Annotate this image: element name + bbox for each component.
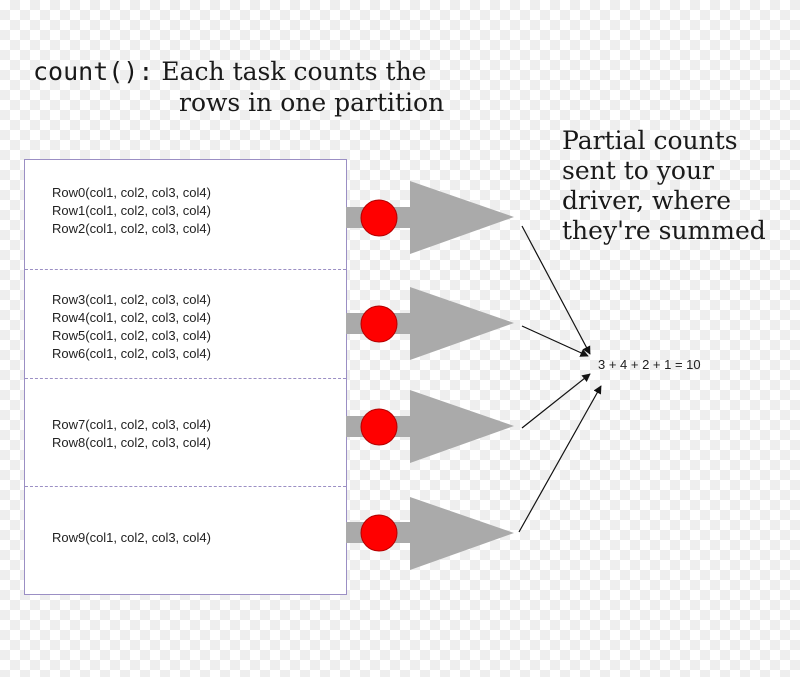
task-arrow-shape	[410, 390, 514, 463]
count-code: count():	[33, 57, 154, 86]
count-arrow-3	[521, 373, 591, 429]
row-text: Row3(col1, col2, col3, col4)	[52, 292, 211, 307]
task-arrow-shape	[410, 287, 514, 360]
task-arrow-shape	[410, 497, 514, 570]
partition-2: Row3(col1, col2, col3, col4) Row4(col1, …	[25, 270, 346, 378]
heading-text-line-2: rows in one partition	[179, 88, 445, 117]
row-text: Row5(col1, col2, col3, col4)	[52, 328, 211, 343]
row-text: Row4(col1, col2, col3, col4)	[52, 310, 211, 325]
note-line-1: Partial counts	[562, 126, 738, 155]
row-text: Row7(col1, col2, col3, col4)	[52, 417, 211, 432]
row-text: Row9(col1, col2, col3, col4)	[52, 530, 211, 545]
note-line-2: sent to your	[562, 156, 714, 185]
heading-line-1: count(): Each task counts the	[33, 56, 493, 87]
task-4	[346, 497, 514, 570]
diagram-heading: count(): Each task counts the rows in on…	[33, 56, 493, 118]
task-2	[346, 287, 514, 360]
row-text: Row2(col1, col2, col3, col4)	[52, 221, 211, 236]
task-dot	[360, 514, 398, 552]
partition-box: Row0(col1, col2, col3, col4) Row1(col1, …	[24, 159, 347, 595]
note-line-4: they're summed	[562, 216, 766, 245]
task-dot	[360, 408, 398, 446]
count-arrow-4	[518, 385, 602, 533]
count-arrow-1	[521, 225, 591, 355]
heading-text-line-1: Each task counts the	[161, 57, 427, 86]
row-text: Row0(col1, col2, col3, col4)	[52, 185, 211, 200]
partition-divider	[25, 269, 346, 270]
row-text: Row6(col1, col2, col3, col4)	[52, 346, 211, 361]
row-text: Row1(col1, col2, col3, col4)	[52, 203, 211, 218]
task-arrow-shape	[410, 181, 514, 254]
task-1	[346, 181, 514, 254]
count-arrow-2	[521, 325, 589, 357]
partial-counts-note: Partial counts sent to your driver, wher…	[562, 126, 798, 246]
task-dot	[360, 199, 398, 237]
note-line-3: driver, where	[562, 186, 732, 215]
task-3	[346, 390, 514, 463]
task-dot	[360, 305, 398, 343]
partition-divider	[25, 486, 346, 487]
row-text: Row8(col1, col2, col3, col4)	[52, 435, 211, 450]
partition-1: Row0(col1, col2, col3, col4) Row1(col1, …	[25, 160, 346, 269]
sum-label: 3 + 4 + 2 + 1 = 10	[598, 357, 701, 372]
partition-4: Row9(col1, col2, col3, col4)	[25, 487, 346, 594]
partition-3: Row7(col1, col2, col3, col4) Row8(col1, …	[25, 379, 346, 486]
partition-divider	[25, 378, 346, 379]
